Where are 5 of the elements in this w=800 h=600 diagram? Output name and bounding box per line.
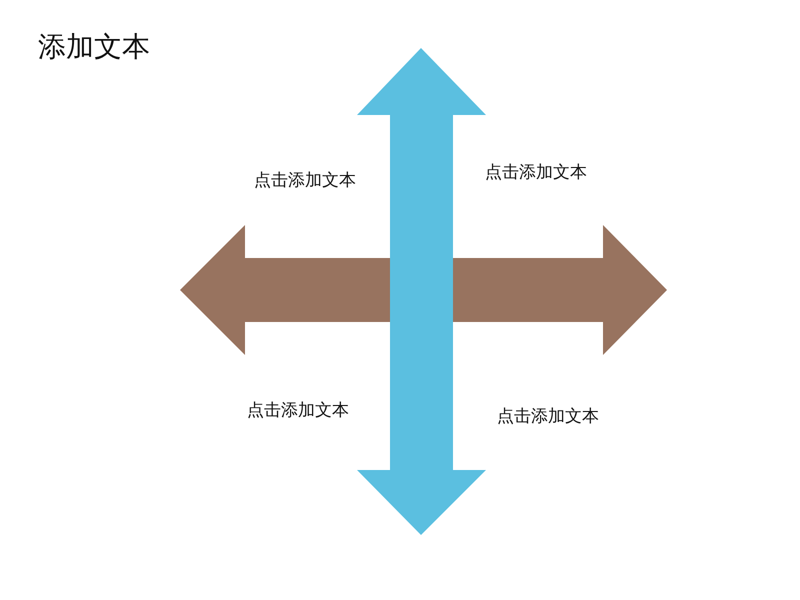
text-label: 点击添加文本 [247, 400, 349, 422]
text-label: 点击添加文本 [497, 406, 599, 428]
title: 添加文本 [38, 29, 150, 65]
text-label: 点击添加文本 [485, 162, 587, 184]
text-label: 点击添加文本 [254, 170, 356, 192]
